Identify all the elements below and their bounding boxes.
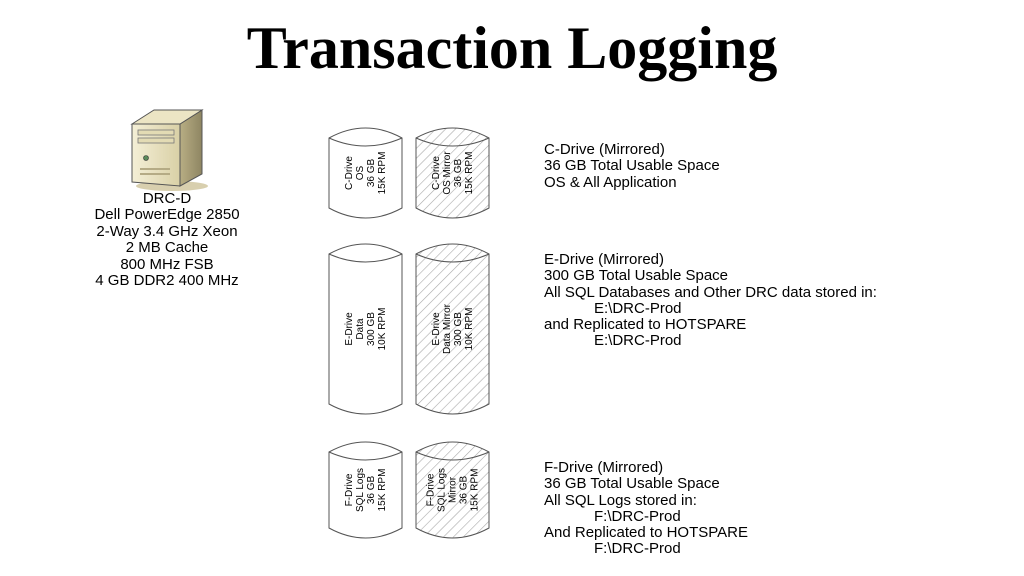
c-drive-description: C-Drive (Mirrored)36 GB Total Usable Spa… <box>544 141 1014 191</box>
server-model: Dell PowerEdge 2850 <box>94 206 240 224</box>
description-line: E-Drive (Mirrored) <box>544 251 664 268</box>
e-drive-primary-label-line: 10K RPM <box>377 308 388 351</box>
description-line: All SQL Databases and Other DRC data sto… <box>544 283 877 301</box>
description-line: 36 GB Total Usable Space <box>544 475 720 493</box>
server-icon <box>130 109 208 191</box>
e-drive-mirror-label-line: 10K RPM <box>464 308 475 351</box>
f-drive-mirror-label-line: Mirror <box>448 476 459 503</box>
e-drive-primary-label-line: 300 GB <box>366 312 377 346</box>
c-drive-mirror-label-line: C-Drive <box>431 156 442 190</box>
e-drive-primary-label-line: E-Drive <box>344 312 355 346</box>
f-drive-mirror-body <box>415 441 490 539</box>
f-drive-primary-rim <box>328 451 403 461</box>
e-drive-description: E-Drive (Mirrored)300 GB Total Usable Sp… <box>544 251 1014 350</box>
c-drive-primary-label-line: C-Drive <box>344 156 355 190</box>
c-drive-primary-label-line: 15K RPM <box>377 152 388 195</box>
c-drive-mirror-rim <box>415 137 490 147</box>
server-cpu: 2-Way 3.4 GHz Xeon <box>96 222 238 240</box>
description-line: E:\DRC-Prod <box>594 332 682 350</box>
f-drive-primary-label-line: 15K RPM <box>377 469 388 512</box>
f-drive-mirror-label-line: F-Drive <box>426 473 437 506</box>
description-line: OS & All Application <box>544 173 677 191</box>
f-drive-mirror-label-line: SQL Logs <box>437 468 448 512</box>
description-line: E:\DRC-Prod <box>594 299 682 317</box>
f-drive-mirror-label-line: 36 GB <box>459 476 470 505</box>
e-drive-mirror-label-line: 300 GB <box>453 312 464 346</box>
c-drive-mirror-label-line: OS Mirror <box>442 151 453 195</box>
page-title: Transaction Logging <box>246 15 778 81</box>
f-drive-mirror-rim <box>415 451 490 461</box>
c-drive-mirror-label-line: 36 GB <box>453 159 464 188</box>
e-drive-primary-rim <box>328 253 403 263</box>
description-line: F-Drive (Mirrored) <box>544 459 664 476</box>
description-line: F:\DRC-Prod <box>594 540 681 558</box>
f-drive-primary-label-line: F-Drive <box>344 473 355 506</box>
c-drive-primary-label-line: 36 GB <box>366 159 377 188</box>
server-name: DRC-D <box>142 190 192 207</box>
e-drive-mirror-body <box>415 243 490 415</box>
c-drive-primary-body <box>328 127 403 219</box>
f-drive-primary-label-line: 36 GB <box>366 476 377 505</box>
c-drive-mirror-label-line: 15K RPM <box>464 152 475 195</box>
f-drive-primary-body <box>328 441 403 539</box>
e-drive-mirror-label-line: E-Drive <box>431 312 442 346</box>
f-drive-mirror-label-line: 15K RPM <box>470 469 481 512</box>
c-drive-primary-label-line: OS <box>355 165 366 180</box>
description-line: C-Drive (Mirrored) <box>544 141 665 158</box>
e-drive-primary-label-line: Data <box>355 318 366 340</box>
server-fsb: 800 MHz FSB <box>120 255 214 273</box>
description-line: 36 GB Total Usable Space <box>544 157 720 175</box>
server-memory: 4 GB DDR2 400 MHz <box>95 272 239 290</box>
server-info: DRC-D Dell PowerEdge 2850 2-Way 3.4 GHz … <box>67 190 267 290</box>
e-drive-primary-body <box>328 243 403 415</box>
server-cache: 2 MB Cache <box>125 239 209 257</box>
e-drive-mirror-rim <box>415 253 490 263</box>
description-line: And Replicated to HOTSPARE <box>544 524 748 542</box>
c-drive-primary-rim <box>328 137 403 147</box>
description-line: F:\DRC-Prod <box>594 507 681 525</box>
description-line: and Replicated to HOTSPARE <box>544 316 747 334</box>
e-drive-mirror-label-line: Data Mirror <box>442 303 453 354</box>
description-line: 300 GB Total Usable Space <box>544 267 729 285</box>
f-drive-primary-label-line: SQL Logs <box>355 468 366 512</box>
f-drive-description: F-Drive (Mirrored)36 GB Total Usable Spa… <box>544 459 1014 558</box>
description-line: All SQL Logs stored in: <box>544 491 697 509</box>
c-drive-mirror-body <box>415 127 490 219</box>
